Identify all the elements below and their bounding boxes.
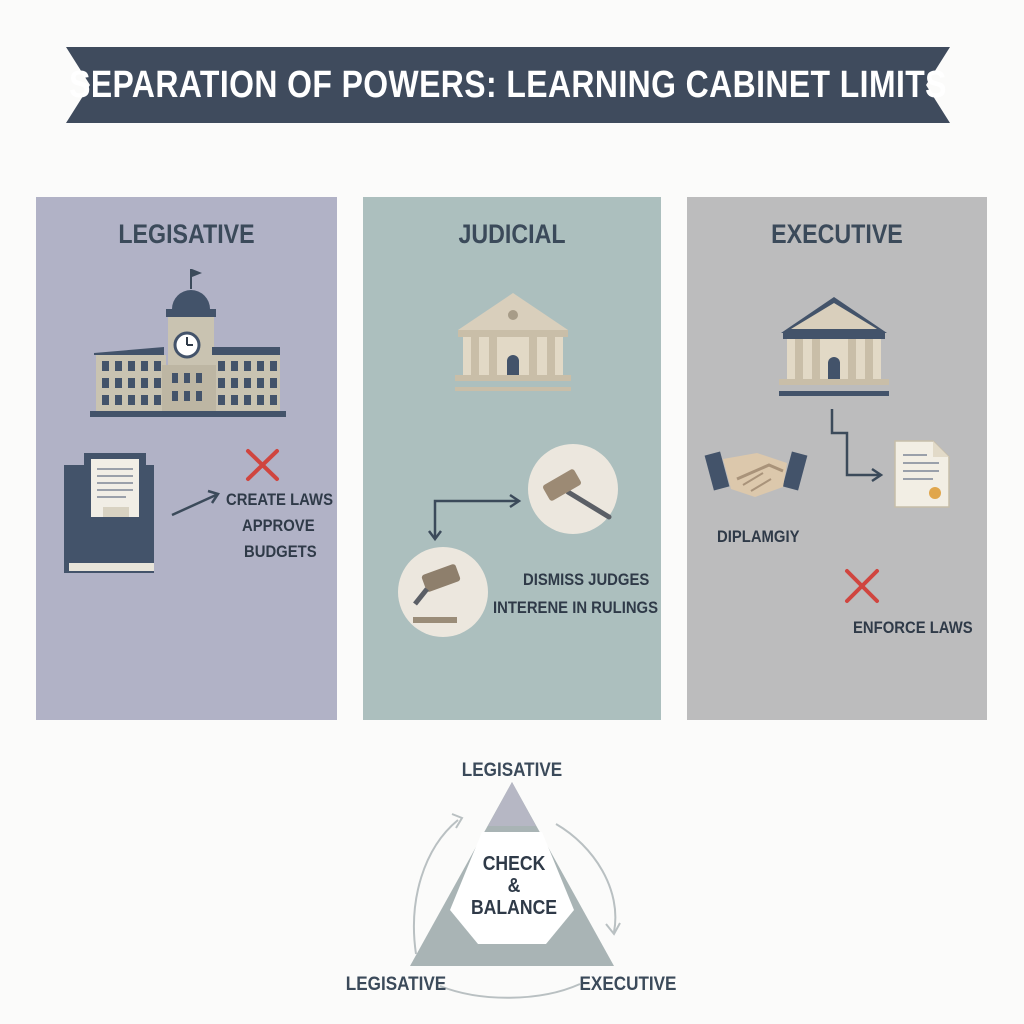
legislative-panel: LEGISATIVE [36,197,337,720]
check-text: CHECK [482,853,546,875]
courthouse-icon [455,293,571,391]
checks-and-balances-diagram: LEGISATIVE LEGISATIVE EXECUTIVE CHECK & … [0,740,1024,1024]
judicial-panel: JUDICIAL [363,197,661,720]
approve-label: APPROVE [242,517,315,535]
balance-text: BALANCE [470,897,558,919]
book-icon [64,453,154,573]
courthouse-icon [779,297,889,396]
dismiss-judges-label: DISMISS JUDGES [523,571,650,589]
executive-panel: EXECUTIVE [687,197,987,720]
banner-ribbon-shape [66,47,950,123]
capitol-building-icon [90,269,286,417]
gavel-icon [398,547,488,637]
create-laws-label: CREATE LAWS [226,491,333,509]
page-title: SEPARATION OF POWERS: LEARNING CABINET L… [69,63,947,106]
arrow-icon [428,493,522,542]
triangle-left-label: LEGISATIVE [345,974,447,995]
executive-panel-title: EXECUTIVE [771,219,903,249]
judicial-panel-title: JUDICIAL [458,219,566,249]
cycle-arrow-right [555,823,617,933]
triangle-center [450,832,574,944]
diplomacy-label: DIPLAMGIY [717,528,800,546]
handshake-icon [704,451,808,497]
title-banner: SEPARATION OF POWERS: LEARNING CABINET L… [66,47,950,123]
enforce-laws-label: ENFORCE LAWS [853,619,973,637]
triangle-top-label: LEGISATIVE [461,760,563,781]
cycle-arrow-bottom [439,983,581,999]
arrow-icon [830,409,884,483]
ampersand-text: & [507,875,521,897]
cycle-arrow-left [412,819,459,955]
triangle-top-vertex [488,782,536,826]
document-icon [894,440,950,508]
gavel-icon [528,444,618,534]
triangle-right-label: EXECUTIVE [579,974,677,995]
cross-icon [246,449,279,481]
budgets-label: BUDGETS [244,543,317,561]
intervene-rulings-label: INTERENE IN RULINGS [493,599,659,617]
arrow-icon [171,489,220,517]
cross-icon [845,569,879,603]
legislative-panel-title: LEGISATIVE [118,219,255,249]
check-balance-label: CHECK & BALANCE [470,853,558,919]
